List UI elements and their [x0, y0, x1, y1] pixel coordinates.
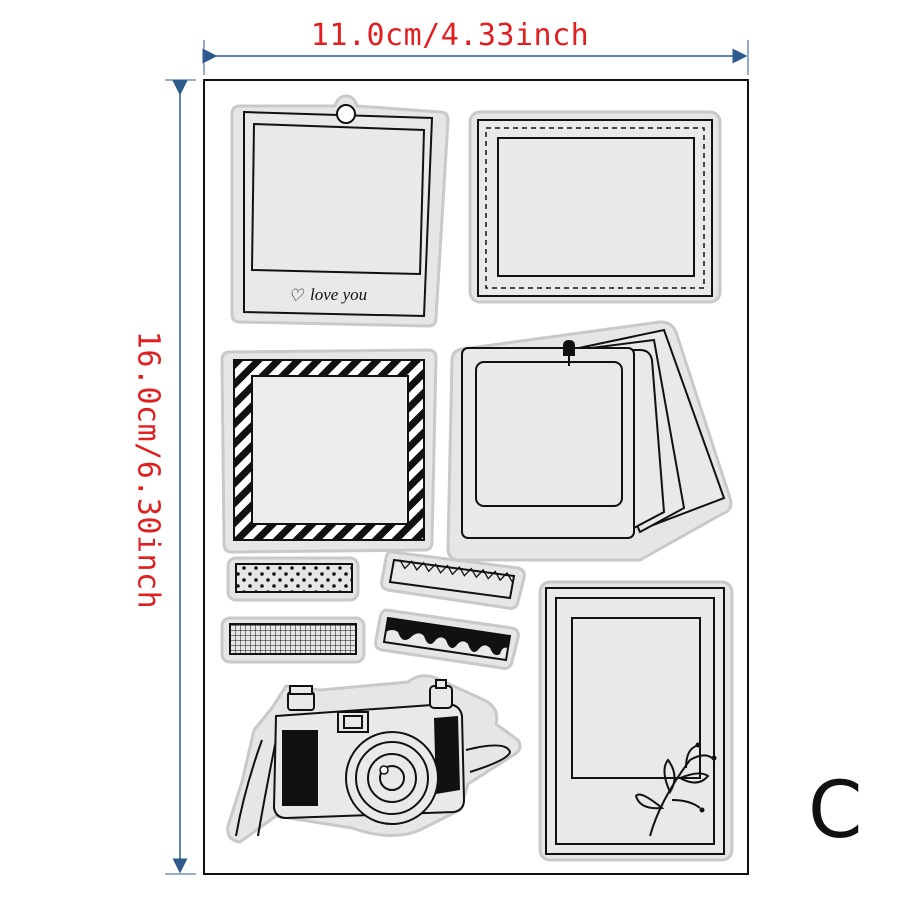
stitched-frame-stamp: [468, 110, 722, 304]
love-caption-mark: ♡: [288, 286, 305, 305]
width-arrow: [202, 40, 749, 75]
set-variant-letter: C: [808, 766, 863, 856]
striped-frame-stamp: [220, 348, 438, 554]
dotted-tape-stamp: [226, 556, 360, 602]
width-dimension-label: 11.0cm/4.33inch: [310, 18, 590, 53]
leaf-photo-frame-stamp: [538, 580, 734, 862]
zigzag-tape-stamp: [380, 550, 526, 610]
drip-tape-stamp: [374, 608, 520, 670]
stacked-polaroids-stamp: [446, 320, 733, 562]
camera-stamp: [226, 674, 522, 844]
leaf-sprig-icon: [634, 742, 717, 837]
grid-tape-stamp: [220, 616, 366, 664]
height-arrow: [165, 79, 196, 875]
height-dimension-label: 16.0cm/6.30inch: [130, 330, 166, 610]
love-caption: love you: [310, 285, 367, 304]
polaroid-frame-stamp: ♡ love you: [230, 94, 450, 328]
